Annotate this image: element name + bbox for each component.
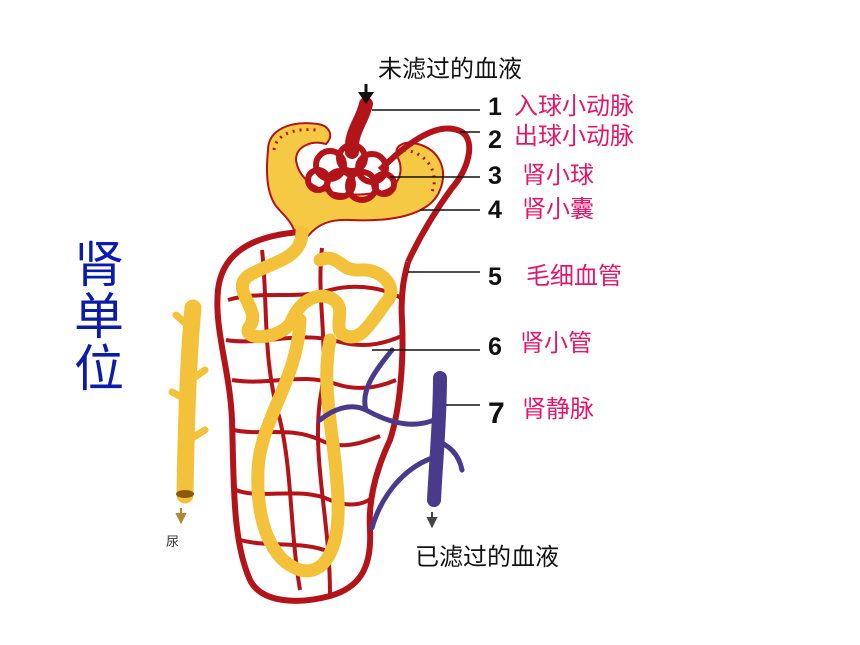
renal-vein-branches bbox=[317, 347, 465, 531]
bottom-caption: 已滤过的血液 bbox=[415, 543, 559, 571]
part-number-3: 3 bbox=[488, 162, 502, 190]
part-label-4: 肾小囊 bbox=[522, 195, 594, 223]
leader-lines bbox=[372, 109, 480, 406]
inflow-arrow-head bbox=[358, 92, 374, 104]
urine-arrow-icon bbox=[175, 508, 187, 525]
outflow-arrow-icon bbox=[426, 512, 438, 529]
top-caption: 未滤过的血液 bbox=[378, 55, 522, 83]
part-label-2: 出球小动脉 bbox=[514, 122, 634, 150]
part-label-7: 肾静脉 bbox=[522, 395, 594, 423]
glomerulus bbox=[305, 142, 397, 203]
renal-tubule-shape bbox=[235, 225, 398, 578]
part-label-5: 毛细血管 bbox=[526, 262, 622, 290]
bowmans-capsule-dots bbox=[272, 128, 436, 193]
collecting-duct-branch bbox=[168, 311, 209, 444]
urine-label: 尿 bbox=[166, 535, 180, 550]
part-number-5: 5 bbox=[488, 263, 502, 291]
part-label-6: 肾小管 bbox=[520, 329, 592, 357]
part-number-6: 6 bbox=[488, 333, 502, 361]
part-label-1: 入球小动脉 bbox=[514, 92, 634, 120]
collecting-duct-opening bbox=[176, 490, 194, 498]
part-number-2: 2 bbox=[488, 126, 502, 154]
part-number-1: 1 bbox=[488, 93, 502, 121]
part-label-3: 肾小球 bbox=[522, 161, 594, 189]
part-number-7: 7 bbox=[488, 397, 505, 430]
efferent-arteriole bbox=[377, 125, 473, 264]
capillary-outline bbox=[214, 229, 411, 604]
side-title: 肾单位 bbox=[66, 238, 124, 394]
part-number-4: 4 bbox=[488, 196, 502, 224]
